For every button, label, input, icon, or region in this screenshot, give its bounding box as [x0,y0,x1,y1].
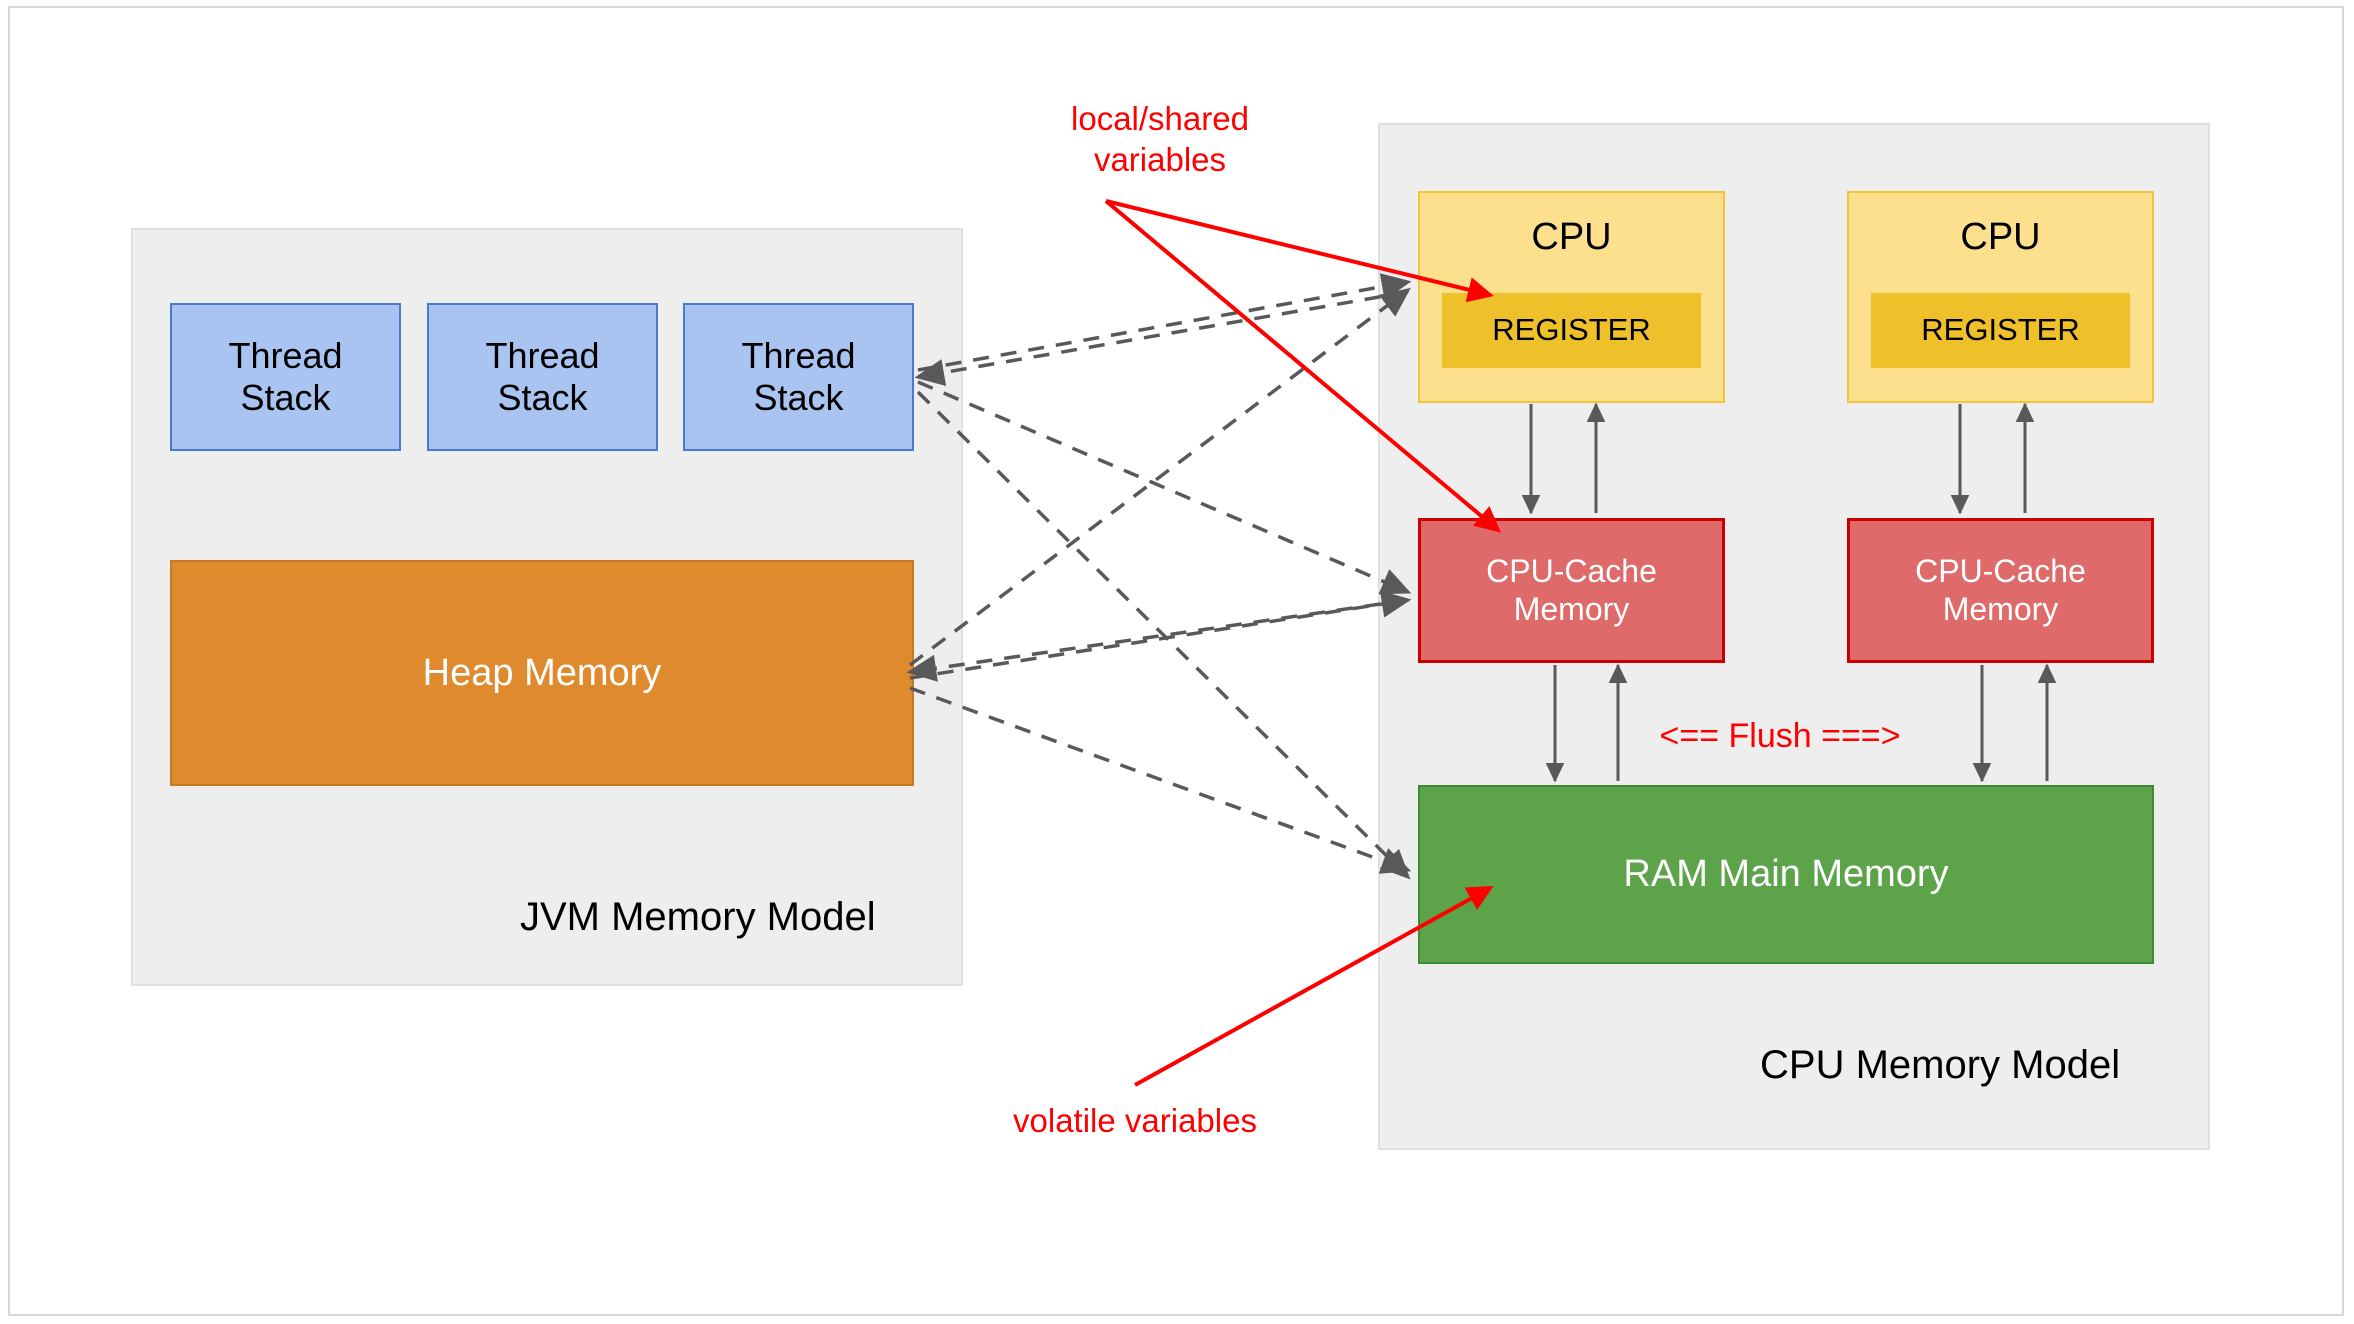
volatile-variables-label: volatile variables [1013,1102,1257,1139]
jvm-memory-model-label: JVM Memory Model [520,895,876,939]
thread-stack-box-3[interactable]: Thread Stack [683,303,914,451]
ram-main-memory-box[interactable]: RAM Main Memory [1418,785,2154,964]
thread-stack-label: Thread Stack [485,334,600,418]
local-shared-variables-label: local/shared variables [1071,100,1249,179]
thread-stack-label: Thread Stack [741,334,856,418]
heap-memory-box[interactable]: Heap Memory [170,560,914,786]
flush-annotation-label: <== Flush ===> [1659,717,1901,755]
cpu-box-2[interactable]: CPU REGISTER [1847,191,2154,403]
thread-stack-label: Thread Stack [228,334,343,418]
register-label: REGISTER [1492,312,1651,348]
ram-main-memory-label: RAM Main Memory [1623,853,1949,896]
register-label: REGISTER [1921,312,2080,348]
cpu-cache-memory-label: CPU-Cache Memory [1915,552,2086,627]
thread-stack-box-1[interactable]: Thread Stack [170,303,401,451]
cpu-title-label: CPU [1531,216,1612,258]
register-box-1[interactable]: REGISTER [1442,293,1701,368]
cpu-box-1[interactable]: CPU REGISTER [1418,191,1725,403]
register-box-2[interactable]: REGISTER [1871,293,2130,368]
cpu-cache-memory-box-1[interactable]: CPU-Cache Memory [1418,518,1725,663]
cpu-cache-memory-label: CPU-Cache Memory [1486,552,1657,627]
heap-memory-label: Heap Memory [422,651,662,694]
cpu-cache-memory-box-2[interactable]: CPU-Cache Memory [1847,518,2154,663]
cpu-title-label: CPU [1960,216,2041,258]
cpu-memory-model-label: CPU Memory Model [1760,1043,2121,1087]
thread-stack-box-2[interactable]: Thread Stack [427,303,658,451]
